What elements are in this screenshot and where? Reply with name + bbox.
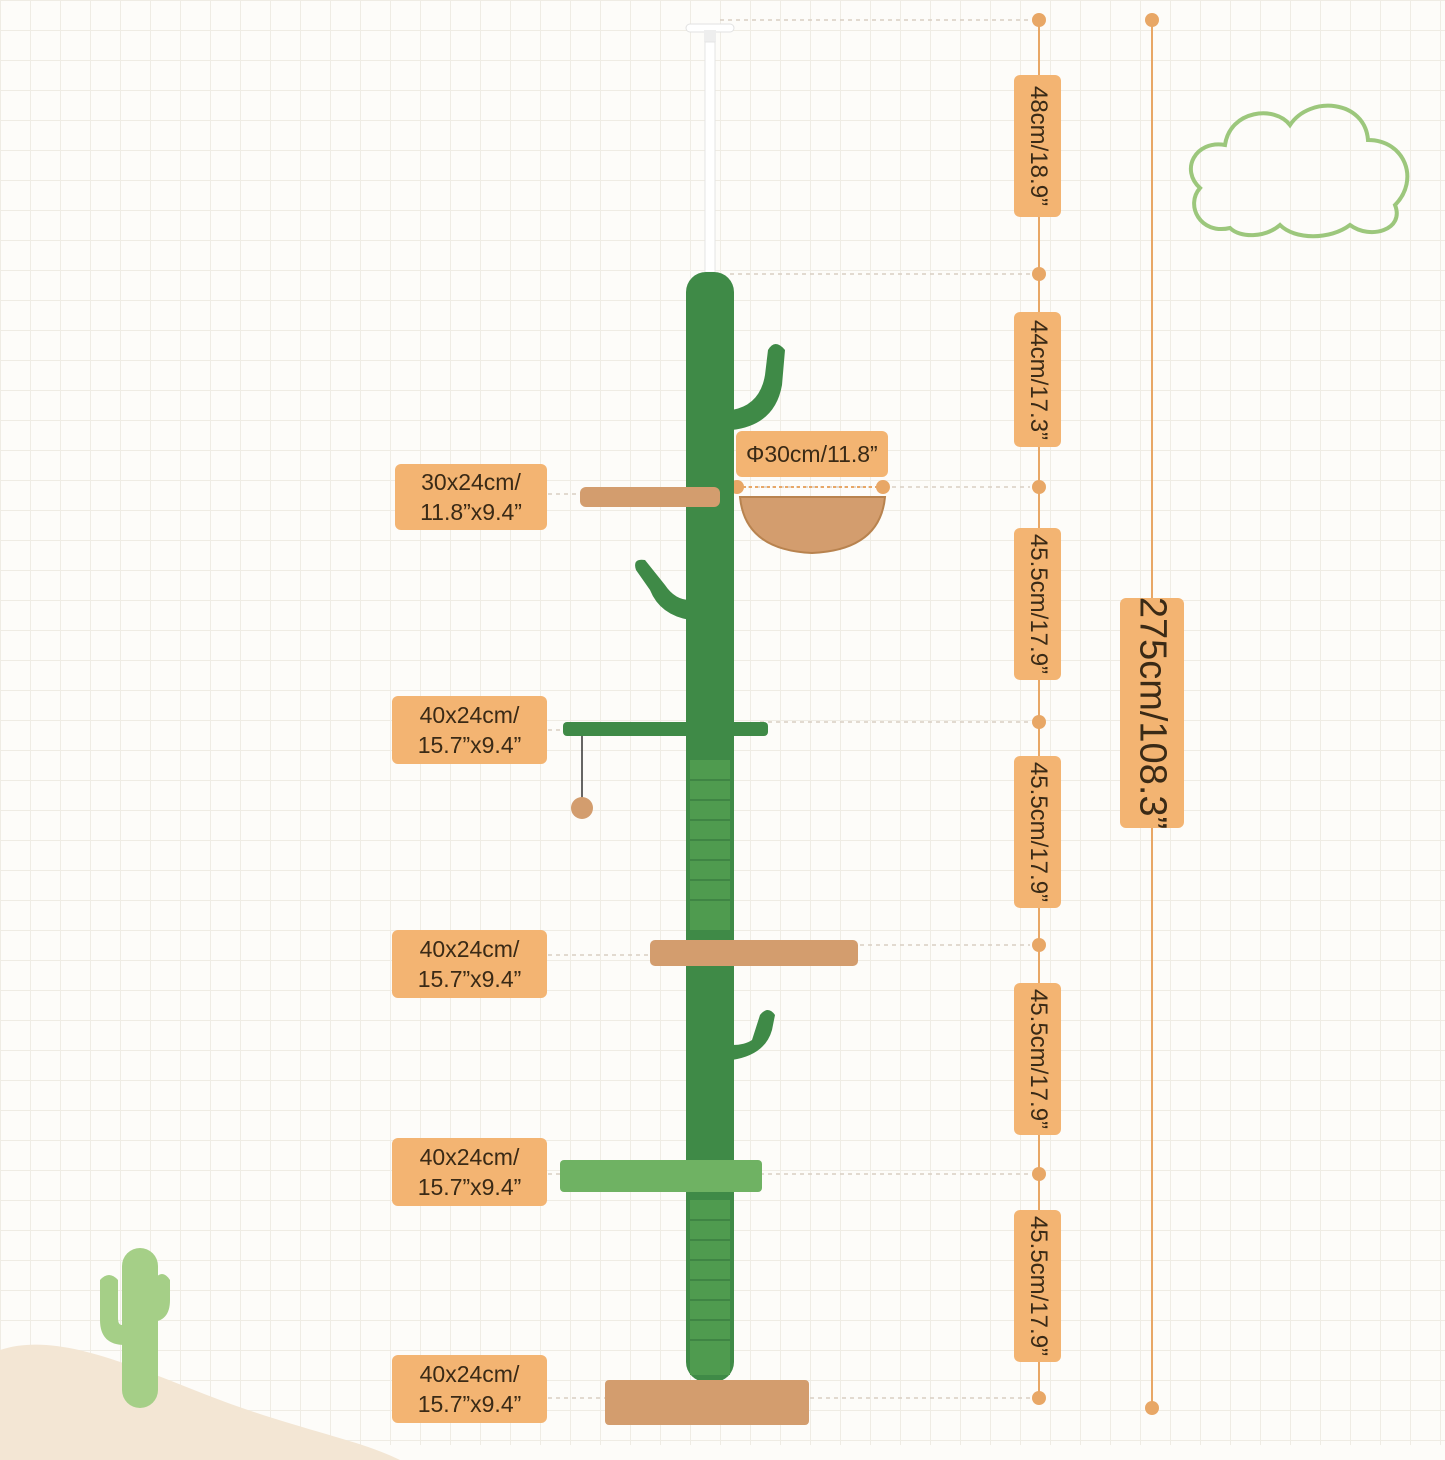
platform-3 (650, 940, 858, 966)
platform-1-with-basket (580, 487, 887, 555)
segment-label-5: 45.5cm/17.9” (1014, 983, 1061, 1135)
segment-label-4: 45.5cm/17.9” (1014, 756, 1061, 908)
segment-label-3: 45.5cm/17.9” (1014, 528, 1061, 680)
platform-2 (563, 722, 768, 736)
basket-diameter-label: Φ30cm/11.8” (736, 431, 888, 477)
total-height-label: 275cm/108.3” (1120, 597, 1184, 829)
platform-label-4: 40x24cm/15.7”x9.4” (392, 1138, 547, 1206)
platform-label-3: 40x24cm/15.7”x9.4” (392, 930, 547, 998)
basket-diameter-marker (730, 480, 890, 494)
platform-label-1: 30x24cm/11.8”x9.4” (395, 464, 547, 530)
segment-label-6: 45.5cm/17.9” (1014, 1210, 1061, 1362)
base-platform (605, 1380, 809, 1425)
segment-dimension-line (1032, 13, 1046, 1405)
cloud-outline (1188, 103, 1410, 239)
ceiling-tension-rod (685, 23, 735, 275)
sand-hill (0, 1344, 400, 1460)
segment-label-1: 48cm/18.9” (1014, 75, 1061, 217)
hanging-toy (571, 736, 593, 819)
platform-label-5: 40x24cm/15.7”x9.4” (392, 1355, 547, 1423)
segment-label-2: 44cm/17.3” (1014, 312, 1061, 447)
platform-4 (560, 1160, 762, 1192)
platform-label-2: 40x24cm/15.7”x9.4” (392, 696, 547, 764)
decorative-cactus (100, 1248, 170, 1408)
cactus-post (635, 272, 785, 1382)
